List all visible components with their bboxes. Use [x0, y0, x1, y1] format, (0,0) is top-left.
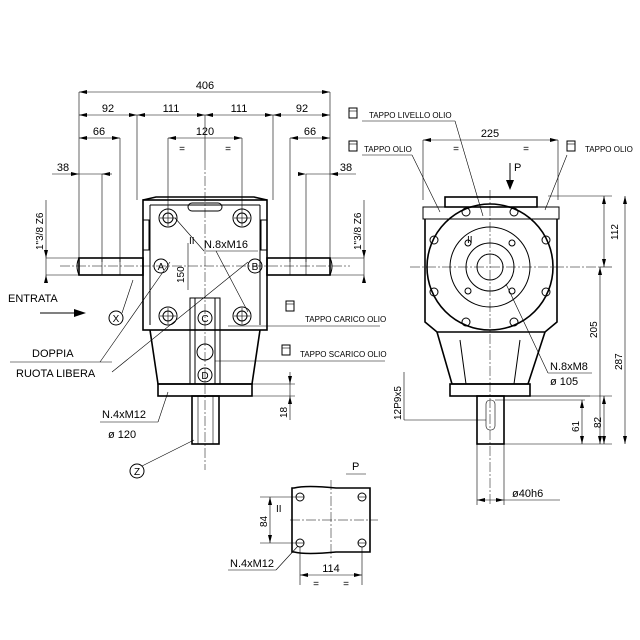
- dim-112: 112: [610, 224, 621, 240]
- svg-text:D: D: [201, 371, 208, 382]
- spline-label-left: 1"3/8 Z6: [35, 212, 46, 250]
- label-n8xm8: N.8xM8: [550, 361, 588, 373]
- label-ruota-libera: RUOTA LIBERA: [16, 368, 96, 380]
- dim-66-right: 66: [304, 126, 316, 138]
- marker-b: B: [247, 258, 263, 274]
- dim-114: 114: [322, 563, 340, 575]
- dim-225: 225: [481, 128, 499, 140]
- label-tappo-livello: TAPPO LIVELLO OLIO: [369, 111, 452, 120]
- label-diameter-105: ø 105: [550, 376, 578, 388]
- equal-mark-1: =: [179, 144, 185, 155]
- roman-two-side: II: [467, 235, 473, 246]
- svg-text:X: X: [113, 314, 120, 325]
- label-tappo-olio-right: TAPPO OLIO: [585, 145, 633, 154]
- oil-fill-plug-icon: [285, 300, 295, 312]
- marker-d: D: [197, 367, 213, 383]
- label-view-p-side: P: [514, 162, 521, 174]
- bolt-top-left: [158, 208, 178, 228]
- dim-84: 84: [259, 515, 270, 527]
- bolt-bottom-right: [232, 306, 252, 326]
- dim-38-left: 38: [57, 162, 69, 174]
- label-tappo-olio-left: TAPPO OLIO: [364, 145, 412, 154]
- dim-111-right: 111: [231, 103, 248, 115]
- label-tappo-carico: TAPPO CARICO OLIO: [305, 315, 386, 324]
- label-shaft-diameter: ø40h6: [512, 488, 543, 500]
- bolt-bottom-left: [158, 306, 178, 326]
- dim-92-right: 92: [296, 103, 308, 115]
- dim-111-left: 111: [163, 103, 180, 115]
- bottom-view-p: P 84 II 114 = = N.4xM12: [228, 461, 378, 590]
- roman-two-front: II: [189, 236, 195, 247]
- marker-z: Z: [129, 463, 145, 479]
- oil-plug-left-icon: [348, 140, 358, 152]
- label-entrata: ENTRATA: [8, 293, 58, 305]
- dim-38-right: 38: [340, 162, 352, 174]
- equal-mark-bottom-1: =: [313, 579, 319, 590]
- dim-61: 61: [571, 420, 582, 432]
- dim-66-left: 66: [93, 126, 105, 138]
- label-12p9x5: 12P9x5: [393, 386, 404, 420]
- dim-406: 406: [196, 80, 214, 92]
- label-diameter-120: ø 120: [108, 429, 136, 441]
- marker-c: C: [197, 310, 213, 326]
- label-flange-holes-front: N.4xM12: [102, 409, 146, 421]
- dim-92-left: 92: [102, 103, 114, 115]
- dim-150: 150: [176, 266, 187, 283]
- svg-text:B: B: [252, 262, 259, 273]
- oil-level-plug-icon: [348, 107, 358, 119]
- oil-plug-right-icon: [566, 140, 576, 152]
- dim-18: 18: [279, 406, 290, 418]
- side-view: 225 = = TAPPO LIVELLO OLIO TAPPO OLIO TA…: [348, 107, 633, 505]
- equal-mark-bottom-2: =: [343, 579, 349, 590]
- svg-text:A: A: [158, 262, 165, 273]
- oil-drain-plug-icon: [281, 344, 291, 356]
- front-view-dimensions: 406 92 111 111 92 66 120 = = 66: [35, 80, 366, 283]
- equal-mark-side-1: =: [453, 144, 459, 155]
- dim-205: 205: [589, 321, 600, 338]
- dim-82: 82: [593, 416, 604, 428]
- dim-120: 120: [196, 126, 214, 138]
- dim-287: 287: [614, 353, 625, 370]
- view-p-arrow-icon: [506, 180, 514, 190]
- label-view-p-bottom: P: [352, 461, 359, 473]
- svg-text:Z: Z: [134, 467, 140, 478]
- bolt-top-right: [232, 208, 252, 228]
- equal-mark-2: =: [225, 144, 231, 155]
- label-flange-holes-bottom: N.4xM12: [230, 558, 274, 570]
- marker-a: A: [153, 258, 169, 274]
- label-n8xm16: N.8xM16: [204, 239, 248, 251]
- equal-mark-side-2: =: [523, 144, 529, 155]
- front-view: 150 II N.8xM16 A B C D ENTRATA: [8, 160, 387, 479]
- roman-two-bottom: II: [276, 504, 282, 515]
- entrata-arrow-icon: [74, 309, 86, 317]
- spline-label-right: 1"3/8 Z6: [353, 212, 364, 250]
- label-tappo-scarico: TAPPO SCARICO OLIO: [300, 350, 387, 359]
- marker-x: X: [108, 310, 124, 326]
- label-doppia: DOPPIA: [32, 348, 74, 360]
- svg-text:C: C: [201, 314, 208, 325]
